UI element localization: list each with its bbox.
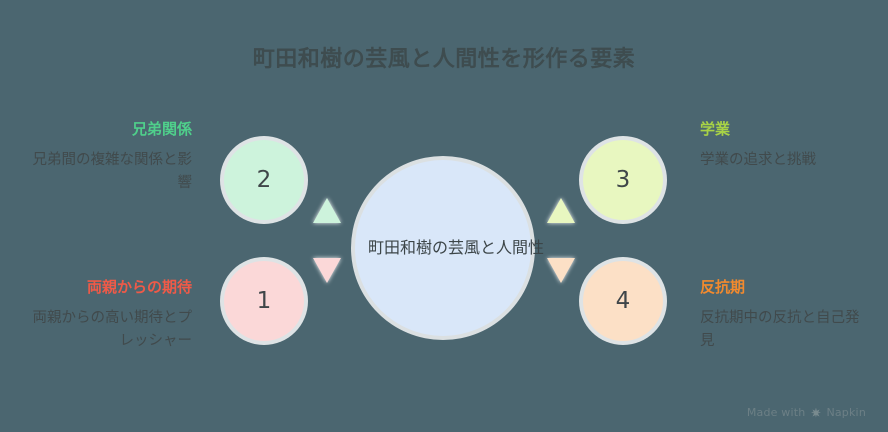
connector-triangle-down-right-icon [547, 258, 575, 283]
connector-triangle-up-left-icon [313, 198, 341, 223]
label-block-study: 学業 学業の追求と挑戦 [700, 120, 865, 172]
block-description-siblings: 兄弟間の複雑な関係と影響 [32, 151, 193, 192]
node-number-4: 4 [615, 287, 631, 314]
label-block-parents: 両親からの期待 両親からの高い期待とプレッシャー [27, 278, 193, 354]
watermark-brand: Napkin [826, 406, 866, 419]
node-circle-1: 1 [224, 261, 304, 341]
block-description-parents: 両親からの高い期待とプレッシャー [32, 309, 193, 350]
connector-triangle-down-left-icon [313, 258, 341, 283]
block-description-rebellion: 反抗期中の反抗と自己発見 [700, 309, 860, 350]
center-hub-circle: 町田和樹の芸風と人間性 [355, 160, 545, 336]
block-heading-siblings: 兄弟関係 [131, 120, 192, 138]
watermark: Made with Napkin [747, 406, 866, 419]
block-heading-study: 学業 [700, 120, 731, 138]
napkin-logo-icon [810, 407, 821, 418]
node-circle-4: 4 [583, 261, 663, 341]
node-circle-3: 3 [583, 140, 663, 220]
block-heading-parents: 両親からの期待 [86, 278, 192, 296]
node-number-2: 2 [256, 166, 272, 193]
node-number-3: 3 [615, 166, 631, 193]
label-block-rebellion: 反抗期 反抗期中の反抗と自己発見 [700, 278, 865, 354]
center-hub-label: 町田和樹の芸風と人間性 [368, 237, 545, 257]
connector-triangle-up-right-icon [547, 198, 575, 223]
node-circle-2: 2 [224, 140, 304, 220]
node-number-1: 1 [256, 287, 272, 314]
block-description-study: 学業の追求と挑戦 [700, 151, 816, 168]
page-title: 町田和樹の芸風と人間性を形作る要素 [252, 47, 636, 72]
block-heading-rebellion: 反抗期 [700, 278, 746, 296]
label-block-siblings: 兄弟関係 兄弟間の複雑な関係と影響 [27, 120, 193, 196]
watermark-prefix: Made with [746, 406, 806, 419]
